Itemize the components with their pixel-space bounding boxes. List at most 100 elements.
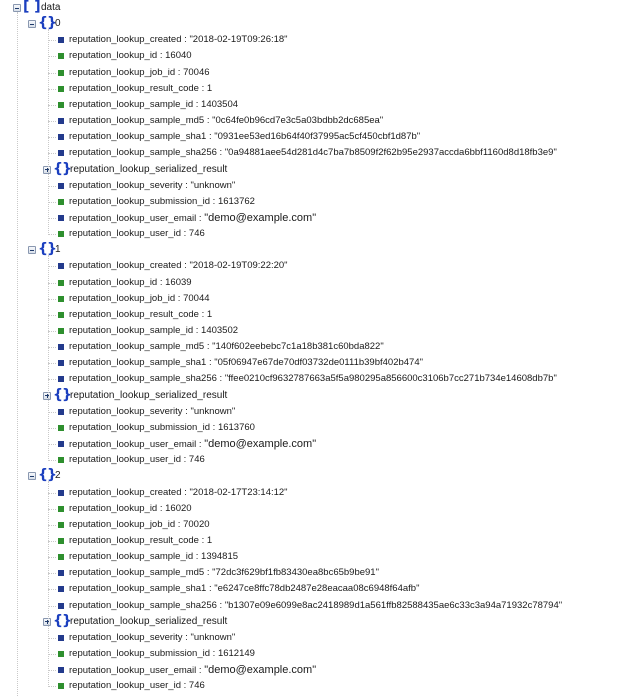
- leaf-key-value: reputation_lookup_user_email : "demo@exa…: [69, 210, 316, 227]
- node-key: reputation_lookup_serialized_result: [70, 163, 228, 175]
- leaf-node-row[interactable]: reputation_lookup_created : "2018-02-19T…: [0, 258, 624, 274]
- leaf-value: 1403504: [201, 98, 239, 110]
- leaf-node-row[interactable]: reputation_lookup_sample_sha256 : "0a948…: [0, 145, 624, 161]
- tree-connector: [48, 363, 56, 365]
- leaf-key: reputation_lookup_result_code: [69, 82, 199, 94]
- number-value-icon: [58, 424, 64, 431]
- leaf-key: reputation_lookup_sample_sha256: [69, 599, 217, 611]
- leaf-node-row[interactable]: reputation_lookup_user_email : "demo@exa…: [0, 436, 624, 452]
- leaf-node-row[interactable]: reputation_lookup_created : "2018-02-17T…: [0, 485, 624, 501]
- key-value-separator: :: [216, 599, 225, 611]
- leaf-node-row[interactable]: reputation_lookup_user_id : 746: [0, 226, 624, 242]
- leaf-node-row[interactable]: reputation_lookup_job_id : 70046: [0, 65, 624, 81]
- string-value-icon: [58, 37, 64, 44]
- tree-connector: [48, 153, 56, 155]
- number-value-icon: [58, 537, 64, 544]
- leaf-node-row[interactable]: reputation_lookup_id : 16039: [0, 275, 624, 291]
- tree-connector: [48, 88, 56, 90]
- leaf-node-row[interactable]: reputation_lookup_sample_md5 : "140f602e…: [0, 339, 624, 355]
- key-value-separator: :: [175, 66, 184, 78]
- leaf-node-row[interactable]: reputation_lookup_result_code : 1: [0, 81, 624, 97]
- collapse-toggle-icon[interactable]: [13, 4, 21, 12]
- key-value-separator: :: [198, 534, 207, 546]
- leaf-key: reputation_lookup_sample_id: [69, 551, 194, 563]
- string-value-icon: [58, 134, 64, 141]
- string-value-icon: [58, 376, 64, 383]
- key-value-separator: :: [206, 357, 215, 369]
- object-node-row[interactable]: {}reputation_lookup_serialized_result: [0, 161, 624, 178]
- expand-toggle-icon[interactable]: [43, 165, 51, 174]
- string-value-icon: [58, 634, 64, 641]
- leaf-value: "0a94881aee54d281d4c7ba7b8509f2f62b95e29…: [224, 147, 557, 159]
- leaf-node-row[interactable]: reputation_lookup_severity : "unknown": [0, 178, 624, 194]
- leaf-node-row[interactable]: reputation_lookup_sample_md5 : "0c64fe0b…: [0, 113, 624, 129]
- leaf-key: reputation_lookup_submission_id: [69, 648, 211, 659]
- collapse-toggle-icon[interactable]: [28, 246, 36, 255]
- leaf-node-row[interactable]: reputation_lookup_submission_id : 161214…: [0, 646, 624, 662]
- leaf-node-row[interactable]: reputation_lookup_severity : "unknown": [0, 404, 624, 420]
- item-index-label: 0: [55, 18, 61, 30]
- collapse-toggle-icon[interactable]: [28, 472, 36, 481]
- leaf-value: "72dc3f629bf1fb83430ea8bc65b9be91": [212, 567, 379, 579]
- object-node-row[interactable]: {}reputation_lookup_serialized_result: [0, 613, 624, 630]
- key-value-separator: :: [157, 276, 166, 288]
- leaf-node-row[interactable]: reputation_lookup_user_email : "demo@exa…: [0, 662, 624, 678]
- leaf-node-row[interactable]: reputation_lookup_sample_sha256 : "b1307…: [0, 598, 624, 614]
- number-value-icon: [58, 683, 64, 690]
- leaf-node-row[interactable]: reputation_lookup_sample_id : 1403502: [0, 323, 624, 339]
- leaf-key-value: reputation_lookup_severity : "unknown": [69, 630, 235, 646]
- leaf-node-row[interactable]: reputation_lookup_result_code : 1: [0, 533, 624, 549]
- leaf-value: "unknown": [190, 405, 236, 417]
- leaf-node-row[interactable]: reputation_lookup_sample_md5 : "72dc3f62…: [0, 565, 624, 581]
- expand-toggle-icon[interactable]: [43, 617, 51, 626]
- array-brackets-icon: [ ]: [23, 0, 41, 15]
- leaf-key-value: reputation_lookup_id : 16040: [69, 48, 192, 64]
- tree-connector: [48, 524, 56, 526]
- leaf-value: "2018-02-19T09:26:18": [189, 34, 288, 46]
- leaf-key-value: reputation_lookup_sample_md5 : "72dc3f62…: [69, 565, 379, 581]
- leaf-node-row[interactable]: reputation_lookup_user_id : 746: [0, 452, 624, 468]
- leaf-key: reputation_lookup_sample_sha1: [69, 357, 207, 369]
- tree-connector: [48, 557, 56, 559]
- leaf-node-row[interactable]: reputation_lookup_sample_sha256 : "ffee0…: [0, 371, 624, 387]
- expand-toggle-icon[interactable]: [43, 391, 51, 400]
- tree-connector: [48, 137, 56, 139]
- array-item-row[interactable]: {}0: [0, 15, 624, 32]
- tree-root-row[interactable]: [ ] data: [0, 0, 624, 16]
- item-index-label: 1: [55, 244, 61, 256]
- leaf-node-row[interactable]: reputation_lookup_result_code : 1: [0, 307, 624, 323]
- key-value-separator: :: [204, 115, 213, 127]
- leaf-node-row[interactable]: reputation_lookup_user_email : "demo@exa…: [0, 210, 624, 226]
- leaf-key-value: reputation_lookup_sample_sha1 : "0931ee5…: [69, 129, 420, 145]
- tree-guide-line: [48, 255, 49, 462]
- collapse-toggle-icon[interactable]: [28, 20, 36, 29]
- key-value-separator: :: [181, 34, 190, 46]
- leaf-node-row[interactable]: reputation_lookup_submission_id : 161376…: [0, 420, 624, 436]
- object-node-row[interactable]: {}reputation_lookup_serialized_result: [0, 387, 624, 404]
- number-value-icon: [58, 198, 64, 205]
- leaf-node-row[interactable]: reputation_lookup_id : 16040: [0, 48, 624, 64]
- leaf-node-row[interactable]: reputation_lookup_sample_sha1 : "0931ee5…: [0, 129, 624, 145]
- leaf-value: 746: [188, 228, 205, 240]
- leaf-node-row[interactable]: reputation_lookup_sample_id : 1394815: [0, 549, 624, 565]
- leaf-value: 16020: [165, 502, 192, 514]
- leaf-node-row[interactable]: reputation_lookup_severity : "unknown": [0, 630, 624, 646]
- leaf-node-row[interactable]: reputation_lookup_user_id : 746: [0, 678, 624, 694]
- array-item-row[interactable]: {}2: [0, 467, 624, 484]
- tree-connector: [48, 508, 56, 510]
- tree-connector: [48, 605, 56, 607]
- leaf-node-row[interactable]: reputation_lookup_created : "2018-02-19T…: [0, 32, 624, 48]
- leaf-node-row[interactable]: reputation_lookup_submission_id : 161376…: [0, 194, 624, 210]
- key-value-separator: :: [157, 502, 166, 514]
- leaf-node-row[interactable]: reputation_lookup_sample_id : 1403504: [0, 97, 624, 113]
- leaf-node-row[interactable]: reputation_lookup_sample_sha1 : "e6247ce…: [0, 581, 624, 597]
- leaf-key: reputation_lookup_user_id: [69, 454, 181, 466]
- string-value-icon: [58, 441, 64, 448]
- leaf-node-row[interactable]: reputation_lookup_id : 16020: [0, 501, 624, 517]
- number-value-icon: [58, 295, 64, 302]
- leaf-node-row[interactable]: reputation_lookup_job_id : 70044: [0, 291, 624, 307]
- array-item-row[interactable]: {}1: [0, 241, 624, 258]
- leaf-node-row[interactable]: reputation_lookup_job_id : 70020: [0, 517, 624, 533]
- tree-connector: [48, 282, 56, 284]
- leaf-node-row[interactable]: reputation_lookup_sample_sha1 : "05f0694…: [0, 355, 624, 371]
